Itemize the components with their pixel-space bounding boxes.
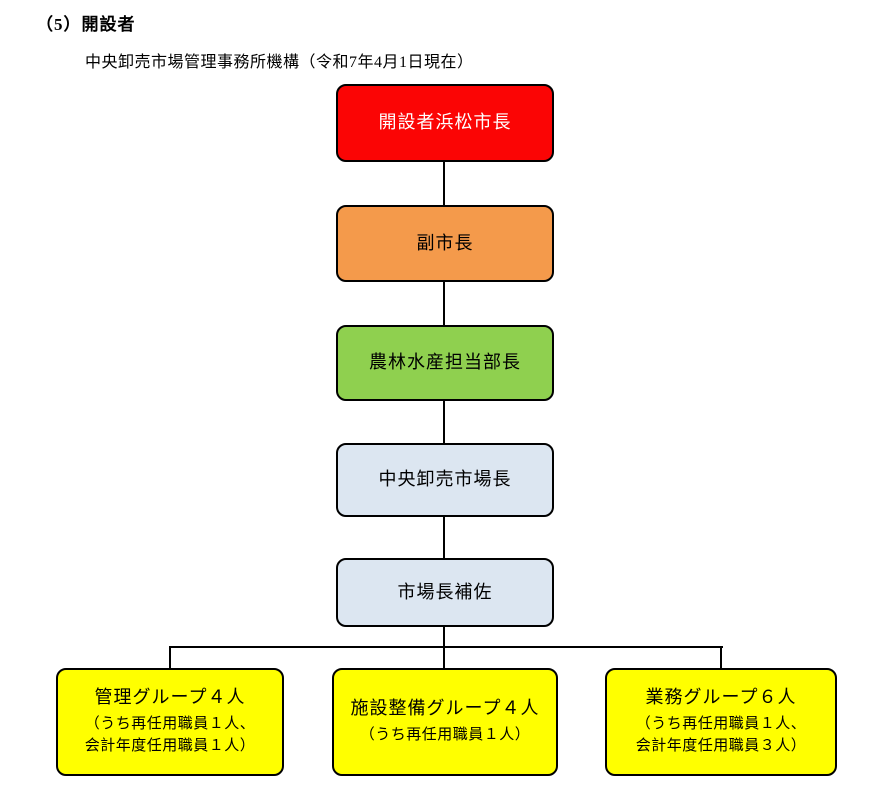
org-node-admin-group: 管理グループ４人 （うち再任用職員１人、 会計年度任用職員１人） — [56, 668, 284, 776]
connector-drop-operations-group — [720, 646, 722, 669]
org-node-facilities-group-label: 施設整備グループ４人 — [350, 697, 540, 718]
connector-drop-facilities-group — [443, 646, 445, 669]
org-node-operations-group: 業務グループ６人 （うち再任用職員１人、 会計年度任用職員３人） — [605, 668, 837, 776]
org-node-operations-group-label: 業務グループ６人 — [645, 687, 797, 708]
org-node-deputy-mayor-label: 副市長 — [416, 232, 474, 253]
org-node-mayor-label: 開設者浜松市長 — [378, 112, 512, 133]
connector-deputy-agriculture — [443, 282, 445, 325]
org-node-market-head-label: 中央卸売市場長 — [378, 469, 512, 490]
org-node-facilities-group: 施設整備グループ４人 （うち再任用職員１人） — [332, 668, 558, 776]
org-node-mayor: 開設者浜松市長 — [336, 84, 554, 162]
org-node-admin-group-note-line1: （うち再任用職員１人、 — [84, 716, 256, 733]
org-node-facilities-group-note: （うち再任用職員１人） — [359, 727, 531, 744]
org-node-operations-group-note-line2: 会計年度任用職員３人） — [635, 738, 807, 755]
connector-market-head-assistant — [443, 517, 445, 558]
org-node-admin-group-label: 管理グループ４人 — [94, 687, 246, 708]
connector-drop-admin-group — [169, 646, 171, 669]
connector-branch-horizontal — [169, 646, 723, 648]
connector-agriculture-market-head — [443, 401, 445, 443]
org-node-market-head-assistant-label: 市場長補佐 — [397, 581, 493, 602]
org-node-deputy-mayor: 副市長 — [336, 205, 554, 282]
connector-assistant-branch — [443, 627, 445, 647]
org-node-market-head: 中央卸売市場長 — [336, 443, 554, 517]
org-node-agriculture-director-label: 農林水産担当部長 — [369, 352, 521, 373]
org-node-operations-group-note-line1: （うち再任用職員１人、 — [635, 716, 807, 733]
connector-mayor-deputy — [443, 162, 445, 205]
org-node-admin-group-note: （うち再任用職員１人、 会計年度任用職員１人） — [85, 714, 256, 758]
section-heading: （5）開設者 — [36, 15, 136, 34]
org-node-market-head-assistant: 市場長補佐 — [336, 558, 554, 627]
chart-subtitle: 中央卸売市場管理事務所機構（令和7年4月1日現在） — [85, 54, 474, 71]
org-node-operations-group-note: （うち再任用職員１人、 会計年度任用職員３人） — [636, 714, 807, 758]
org-node-agriculture-director: 農林水産担当部長 — [336, 325, 554, 401]
org-node-admin-group-note-line2: 会計年度任用職員１人） — [84, 738, 256, 755]
